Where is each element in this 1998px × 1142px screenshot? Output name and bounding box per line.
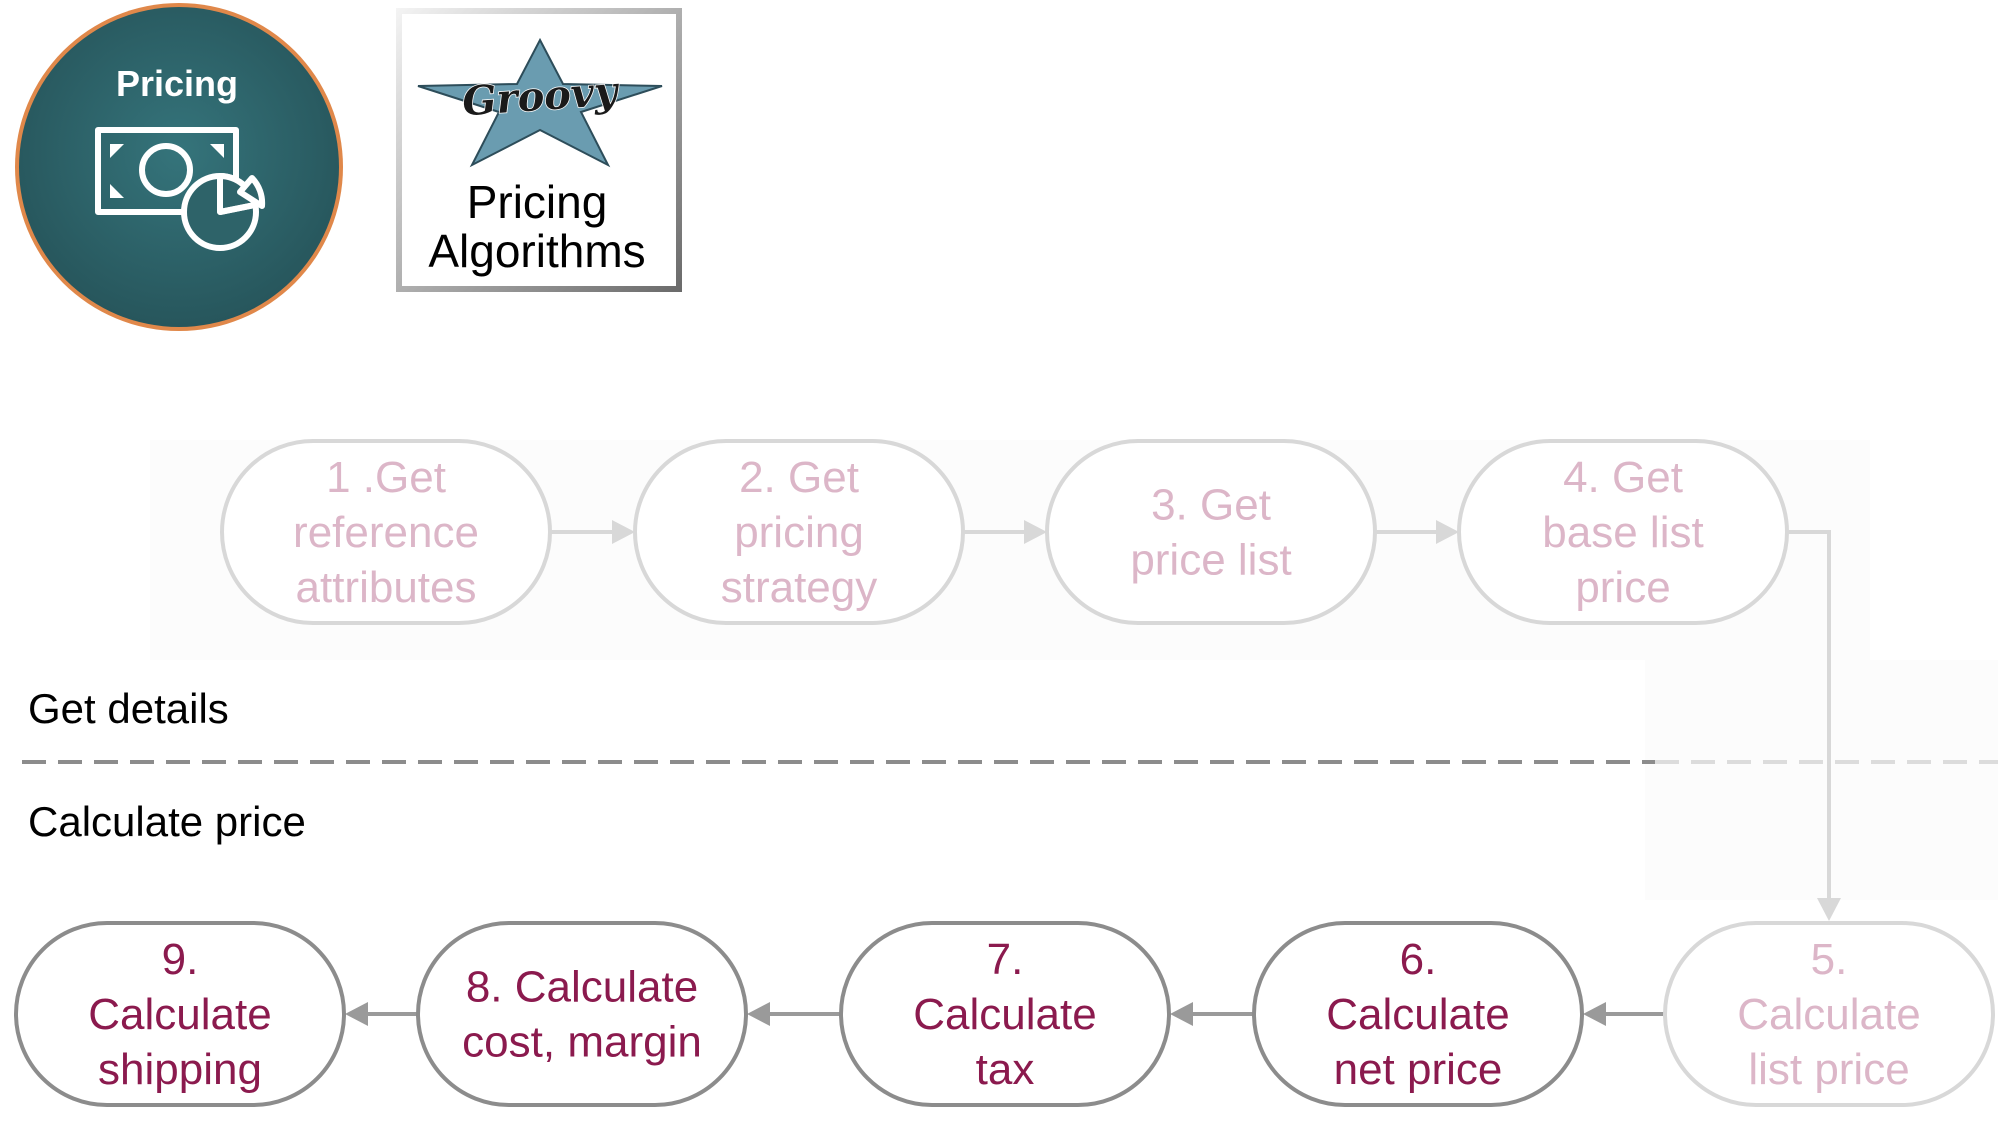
step-6-label-line-1: 6.: [1400, 935, 1437, 984]
arrow-1-to-2-arrowhead: [612, 520, 635, 544]
arrow-7-to-8-arrowhead: [747, 1002, 770, 1026]
groovy-logo: Groovy: [417, 37, 663, 168]
arrow-4-to-5-line: [1788, 530, 1831, 898]
flow-connectors: [345, 520, 1841, 1026]
step-1-pill: 1 .Get reference attributes: [220, 439, 552, 625]
lane-label-calculate-price: Calculate price: [28, 798, 306, 845]
arrow-2-to-3-arrowhead: [1024, 520, 1047, 544]
step-3-pill: 3. Get price list: [1045, 439, 1377, 625]
right-lane-background: [1645, 660, 1998, 900]
step-8-shape: [416, 921, 748, 1107]
money-chart-icon: [95, 127, 266, 251]
pricing-badge: Pricing: [15, 3, 343, 331]
lane-label-get-details: Get details: [28, 685, 229, 732]
step-5-label-line-2: Calculate: [1737, 990, 1920, 1039]
step-5-label-line-1: 5.: [1811, 935, 1848, 984]
arrow-6-to-7-arrowhead: [1170, 1002, 1193, 1026]
step-2-label-line-1: 2. Get: [739, 453, 859, 502]
step-3-shape: [1045, 439, 1377, 625]
star-icon: [417, 37, 663, 168]
step-7-shape: [839, 921, 1171, 1107]
arrow-4-to-5-arrowhead: [1817, 898, 1841, 921]
step-2-label-line-2: pricing: [734, 508, 864, 557]
arrow-5-to-6-arrowhead: [1583, 1002, 1606, 1026]
step-7-label-line-1: 7.: [987, 935, 1024, 984]
step-3-label-line-1: 3. Get: [1151, 481, 1271, 530]
arrow-8-to-9-arrowhead: [345, 1002, 368, 1026]
pricing-algorithms-card: Groovy Pricing Algorithms: [396, 8, 682, 292]
step-1-label-line-3: attributes: [296, 563, 477, 612]
step-6-label-line-3: net price: [1334, 1045, 1503, 1094]
step-9-label-line-2: Calculate: [88, 990, 271, 1039]
step-3-label-line-2: price list: [1130, 536, 1291, 585]
step-2-shape: [633, 439, 965, 625]
step-5-pill: 5. Calculate list price: [1663, 921, 1995, 1107]
step-7-label-line-3: tax: [976, 1045, 1035, 1094]
step-4-pill: 4. Get base list price: [1457, 439, 1789, 625]
step-1-shape: [220, 439, 552, 625]
step-8-label-line-2: cost, margin: [462, 1018, 702, 1067]
step-7-label-line-2: Calculate: [913, 990, 1096, 1039]
step-1-label-line-2: reference: [293, 508, 479, 557]
step-6-label-line-2: Calculate: [1326, 990, 1509, 1039]
step-4-label-line-2: base list: [1542, 508, 1703, 557]
step-6-shape: [1252, 921, 1584, 1107]
step-4-shape: [1457, 439, 1789, 625]
card-title-line-1: Pricing: [467, 176, 608, 228]
step-9-label-line-1: 9.: [162, 935, 199, 984]
step-1-label-line-1: 1 .Get: [326, 453, 446, 502]
step-4-label-line-1: 4. Get: [1563, 453, 1683, 502]
step-7-pill: 7. Calculate tax: [839, 921, 1171, 1107]
groovy-logo-text: Groovy: [461, 67, 622, 125]
flow-steps: 1 .Get reference attributes 2. Get pricing st…: [14, 439, 1995, 1107]
step-5-shape: [1663, 921, 1995, 1107]
step-9-label-line-3: shipping: [98, 1045, 262, 1094]
step-9-shape: [14, 921, 346, 1107]
step-2-pill: 2. Get pricing strategy: [633, 439, 965, 625]
badge-title: Pricing: [116, 63, 238, 104]
step-4-label-line-3: price: [1575, 563, 1670, 612]
card-title-line-2: Algorithms: [428, 225, 645, 277]
step-8-label-line-1: 8. Calculate: [466, 963, 698, 1012]
step-9-pill: 9. Calculate shipping: [14, 921, 346, 1107]
step-5-label-line-3: list price: [1748, 1045, 1909, 1094]
step-8-pill: 8. Calculate cost, margin: [416, 921, 748, 1107]
step-2-label-line-3: strategy: [721, 563, 878, 612]
step-6-pill: 6. Calculate net price: [1252, 921, 1584, 1107]
arrow-3-to-4-arrowhead: [1436, 520, 1459, 544]
